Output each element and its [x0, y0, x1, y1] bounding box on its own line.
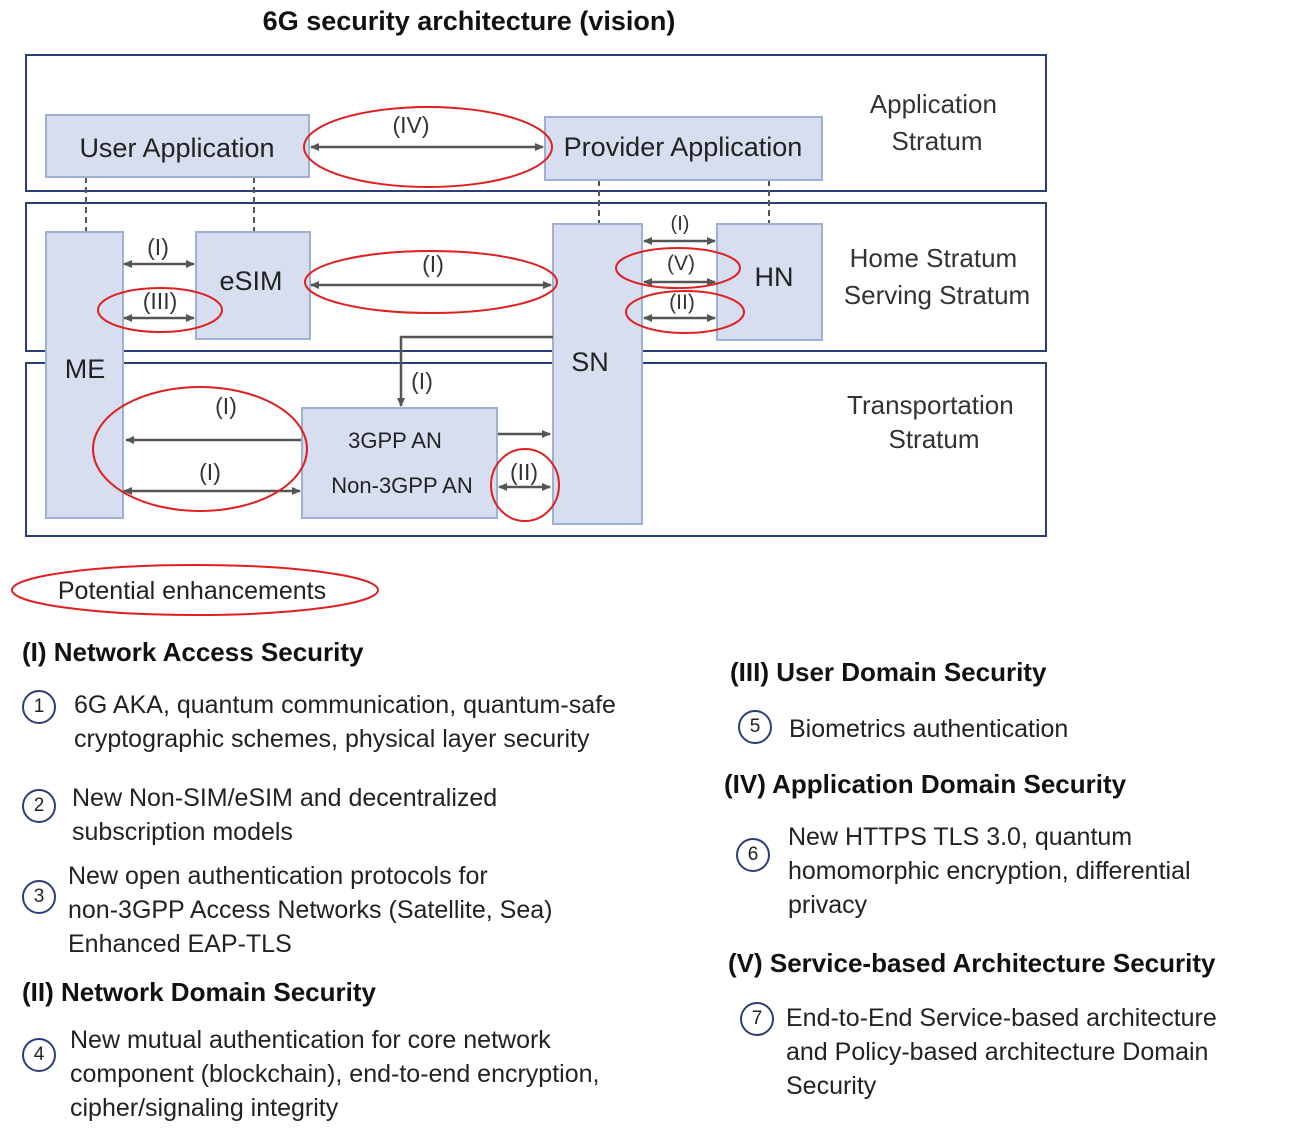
item-number: 2 [22, 789, 56, 823]
label-me-esim-top: (I) [147, 234, 169, 260]
sn-label: SN [571, 347, 609, 377]
hn-box [716, 223, 823, 341]
section-heading-user-domain: (III) User Domain Security [730, 657, 1047, 687]
home-serving-stratum-label: Home Stratum Serving Stratum [844, 243, 1030, 310]
me-label: ME [65, 354, 106, 384]
item-number: 7 [740, 1002, 774, 1036]
link-labels: (IV) (I) (III) (I) (I) (V) (II) (I) (I) … [143, 112, 695, 485]
item-text: New open authentication protocols for no… [68, 862, 553, 958]
item-text: New HTTPS TLS 3.0, quantum homomorphic e… [788, 823, 1191, 919]
stratum-connectors [85, 177, 770, 232]
legend-label: Potential enhancements [58, 577, 326, 605]
section-heading-network-domain: (II) Network Domain Security [22, 977, 376, 1007]
architecture-diagram: Application Stratum Home Stratum Serving… [11, 54, 1047, 616]
hn-label: HN [755, 262, 794, 292]
transportation-stratum [25, 362, 1047, 537]
item-text: 6G AKA, quantum communication, quantum-s… [74, 691, 616, 753]
label-esim-sn: (I) [422, 251, 444, 277]
label-sn-an: (I) [411, 368, 433, 394]
section-heading-application-domain: (IV) Application Domain Security [724, 769, 1127, 799]
3gpp-an-label: 3GPP AN [348, 428, 442, 453]
item-text: End-to-End Service-based architecture an… [786, 1004, 1217, 1100]
home-serving-stratum [25, 202, 1047, 352]
label-me-esim-bottom: (III) [143, 288, 178, 314]
user-application-box [45, 114, 310, 178]
label-sn-hn-mid: (V) [667, 252, 695, 275]
esim-label: eSIM [219, 266, 282, 296]
item-number: 5 [738, 710, 772, 744]
label-an-me-bottom: (I) [199, 459, 221, 485]
legend-ellipse [11, 564, 379, 616]
section-heading-network-access: (I) Network Access Security [22, 637, 364, 667]
label-an-sn: (II) [510, 459, 538, 485]
transportation-stratum-label: Transportation Stratum [847, 390, 1021, 454]
section-heading-service-based: (V) Service-based Architecture Security [728, 948, 1216, 978]
label-sn-hn-top: (I) [671, 213, 690, 235]
item-text: New Non-SIM/eSIM and decentralized subsc… [72, 784, 498, 846]
non-3gpp-an-label: Non-3GPP AN [331, 473, 472, 498]
me-box [45, 231, 124, 519]
item-text: New mutual authentication for core netwo… [70, 1026, 600, 1122]
user-application-label: User Application [79, 133, 274, 163]
sn-box [552, 223, 643, 525]
application-stratum-label: Application Stratum [870, 89, 1004, 156]
label-sn-hn-bottom: (II) [669, 291, 695, 314]
item-text: Biometrics authentication [789, 715, 1069, 743]
enhancement-ellipses [92, 106, 745, 522]
diagram-title: 6G security architecture (vision) [262, 6, 676, 36]
label-an-me-top: (I) [215, 393, 237, 419]
provider-application-label: Provider Application [564, 132, 803, 162]
links [123, 143, 716, 495]
item-number: 4 [22, 1038, 56, 1072]
provider-application-box [544, 116, 823, 181]
access-network-box [301, 407, 498, 519]
item-number: 3 [22, 880, 56, 914]
arrow-sn-an [397, 335, 553, 407]
item-number: 6 [736, 838, 770, 872]
label-ua-pa: (IV) [392, 112, 429, 138]
item-number: 1 [22, 690, 56, 724]
